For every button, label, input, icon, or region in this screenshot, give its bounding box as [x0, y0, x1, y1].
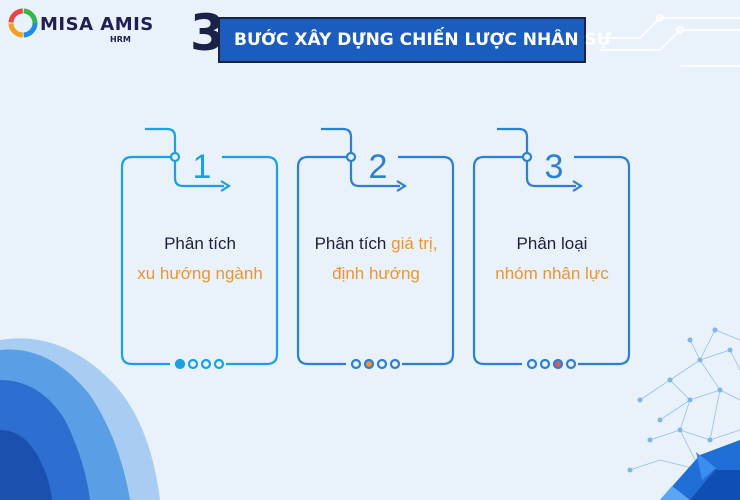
wave-shapes: [0, 338, 160, 500]
card-2-frame: [296, 127, 455, 370]
logo-name: MISA AMIS: [40, 14, 154, 35]
misa-amis-logo: MISA AMIS HRM: [8, 6, 153, 50]
card-3-frame: [472, 127, 631, 370]
card-2-text: Phân tích giá trị, định hướng: [298, 229, 454, 289]
logo-sub: HRM: [110, 35, 131, 44]
card-2-line2: định hướng: [332, 264, 420, 283]
card-3-text: Phân loại nhóm nhân lực: [474, 229, 630, 289]
card-1-line1: Phân tích: [164, 234, 236, 253]
card-2-line1-orange: giá trị,: [391, 234, 438, 253]
card-1-line2: xu hướng ngành: [137, 264, 263, 283]
card-1-number: 1: [193, 148, 212, 186]
card-1-text: Phân tích xu hướng ngành: [122, 229, 278, 289]
card-3-line2: nhóm nhân lực: [495, 264, 609, 283]
logo-mark-icon: [8, 8, 38, 38]
page-title: BƯỚC XÂY DỰNG CHIẾN LƯỢC NHÂN SỰ: [218, 17, 611, 63]
card-2-line1-dark: Phân tích: [314, 234, 392, 253]
card-2-number: 2: [369, 148, 388, 186]
network-decoration: [627, 327, 740, 500]
card-2-line1: Phân tích giá trị,: [298, 229, 454, 259]
card-3-line1: Phân loại: [516, 234, 588, 253]
card-3-number: 3: [545, 148, 564, 186]
circuit-lines: [600, 14, 740, 67]
card-1-frame: [120, 127, 279, 370]
